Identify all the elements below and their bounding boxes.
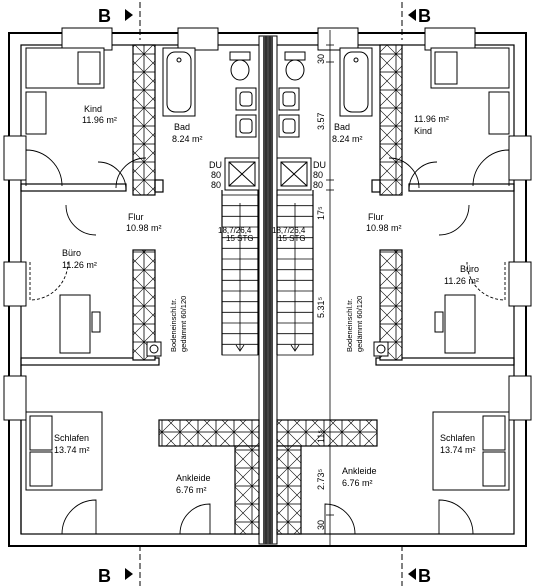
svg-text:DU: DU — [313, 160, 326, 170]
left-desk-buero — [59, 294, 101, 354]
left-hatch-label: Bodeneinschl.tr. gedämmt 60/120 — [169, 296, 188, 352]
svg-text:17⁵: 17⁵ — [316, 206, 326, 220]
svg-text:Kind: Kind — [414, 126, 432, 136]
svg-text:8.24 m²: 8.24 m² — [172, 134, 203, 144]
right-desk-buero — [434, 294, 476, 354]
right-toilet — [284, 51, 306, 81]
svg-text:30: 30 — [316, 520, 326, 530]
svg-text:11.96 m²: 11.96 m² — [414, 114, 449, 124]
right-bathtub — [339, 47, 373, 117]
svg-text:11.96 m²: 11.96 m² — [82, 115, 117, 125]
svg-text:8.24 m²: 8.24 m² — [332, 134, 363, 144]
svg-text:Kind: Kind — [84, 104, 102, 114]
svg-text:gedämmt 60/120: gedämmt 60/120 — [179, 296, 188, 352]
left-room-schlafen: Schlafen 13.74 m² — [54, 433, 90, 455]
right-room-flur: Flur 10.98 m² — [366, 212, 402, 233]
section-marker-bottom-left: B — [98, 545, 141, 586]
left-room-bad: Bad 8.24 m² — [172, 122, 203, 144]
svg-text:Büro: Büro — [460, 264, 479, 274]
svg-text:Bad: Bad — [334, 122, 350, 132]
right-desk-kind — [488, 91, 510, 135]
svg-text:13.74 m²: 13.74 m² — [440, 445, 476, 455]
svg-text:Bodeneinschl.tr.: Bodeneinschl.tr. — [345, 299, 354, 352]
right-room-schlafen: Schlafen 13.74 m² — [440, 433, 476, 455]
left-unit-walls — [20, 44, 260, 535]
svg-text:B: B — [98, 6, 111, 26]
left-shower-label: DU 80 80 — [209, 160, 222, 190]
right-staircase — [276, 194, 314, 356]
right-shower — [276, 157, 312, 191]
left-desk-kind — [25, 91, 47, 135]
svg-text:10.98 m²: 10.98 m² — [366, 223, 402, 233]
svg-text:13.74 m²: 13.74 m² — [54, 445, 90, 455]
stair-arrow — [235, 344, 245, 352]
svg-text:Flur: Flur — [368, 212, 384, 222]
right-room-bad: Bad 8.24 m² — [332, 122, 363, 144]
svg-text:Schlafen: Schlafen — [440, 433, 475, 443]
svg-text:Ankleide: Ankleide — [342, 466, 377, 476]
left-bed-kind — [25, 47, 105, 89]
left-room-buero: Büro 11.26 m² — [62, 248, 97, 270]
svg-text:Flur: Flur — [128, 212, 144, 222]
svg-text:6.76 m²: 6.76 m² — [176, 485, 207, 495]
right-stair-label: 18,7/26,4 15 STG — [272, 226, 306, 243]
svg-text:80: 80 — [313, 170, 323, 180]
svg-text:18,7/26,4: 18,7/26,4 — [218, 226, 252, 235]
svg-text:6.76 m²: 6.76 m² — [342, 478, 373, 488]
svg-text:15 STG: 15 STG — [226, 234, 254, 243]
dimension-labels: 30 3.57 17⁵ 5.31⁵ 11⁵ 2.73⁵ 30 — [316, 54, 326, 530]
svg-text:10.98 m²: 10.98 m² — [126, 223, 162, 233]
left-room-ankleide: Ankleide 6.76 m² — [176, 473, 211, 495]
svg-text:11.26 m²: 11.26 m² — [62, 260, 97, 270]
right-bed-schlafen — [432, 411, 510, 491]
svg-text:Ankleide: Ankleide — [176, 473, 211, 483]
svg-text:Bodeneinschl.tr.: Bodeneinschl.tr. — [169, 299, 178, 352]
right-hatch-box — [373, 341, 389, 357]
svg-text:DU: DU — [209, 160, 222, 170]
svg-text:2.73⁵: 2.73⁵ — [316, 468, 326, 490]
svg-text:15 STG: 15 STG — [278, 234, 306, 243]
left-bathtub — [162, 47, 196, 117]
right-hatch-label: Bodeneinschl.tr. gedämmt 60/120 — [345, 296, 364, 352]
right-room-kind: 11.96 m² Kind — [414, 114, 449, 136]
svg-text:5.31⁵: 5.31⁵ — [316, 296, 326, 318]
svg-text:B: B — [418, 566, 431, 586]
right-room-buero: Büro 11.26 m² — [444, 264, 479, 286]
right-room-ankleide: Ankleide 6.76 m² — [342, 466, 377, 488]
svg-text:Büro: Büro — [62, 248, 81, 258]
left-room-kind: Kind 11.96 m² — [82, 104, 117, 125]
svg-text:18,7/26,4: 18,7/26,4 — [272, 226, 306, 235]
stair-arrow — [290, 344, 300, 352]
svg-text:Schlafen: Schlafen — [54, 433, 89, 443]
left-stair-label: 18,7/26,4 15 STG — [218, 226, 254, 243]
right-washbasins — [278, 87, 300, 138]
windows — [3, 27, 532, 421]
svg-text:B: B — [98, 566, 111, 586]
right-bed-kind — [430, 47, 510, 89]
svg-text:11⁵: 11⁵ — [316, 430, 326, 443]
left-hatch-box — [146, 341, 162, 357]
svg-text:80: 80 — [211, 180, 221, 190]
svg-text:3.57: 3.57 — [316, 112, 326, 130]
svg-text:30: 30 — [316, 54, 326, 64]
svg-text:Bad: Bad — [174, 122, 190, 132]
left-staircase — [221, 194, 259, 356]
left-washbasins — [235, 87, 257, 138]
section-marker-bottom-right: B — [401, 545, 431, 586]
party-wall — [258, 35, 278, 545]
left-room-flur: Flur 10.98 m² — [126, 212, 162, 233]
svg-text:B: B — [418, 6, 431, 26]
svg-text:80: 80 — [211, 170, 221, 180]
svg-text:gedämmt 60/120: gedämmt 60/120 — [355, 296, 364, 352]
left-bed-schlafen — [25, 411, 103, 491]
svg-text:11.26 m²: 11.26 m² — [444, 276, 479, 286]
svg-text:80: 80 — [313, 180, 323, 190]
left-toilet — [229, 51, 251, 81]
right-shower-label: DU 80 80 — [313, 160, 326, 190]
dimension-chain — [326, 30, 334, 545]
left-shower — [224, 157, 260, 191]
